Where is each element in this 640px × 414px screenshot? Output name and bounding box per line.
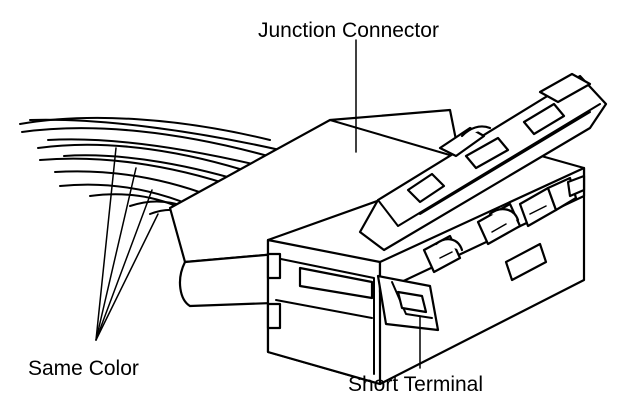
same-color-leader-2 [95, 167, 137, 341]
terminal-cavities [422, 174, 586, 282]
latch-lever [358, 72, 608, 252]
same-color-leader-3 [95, 189, 153, 341]
same-color-leader-4 [95, 213, 159, 341]
short-terminal-part [376, 274, 440, 332]
leader-lines [95, 39, 421, 369]
short-terminal-label: Short Terminal [348, 373, 484, 396]
same-color-label: Same Color [28, 357, 139, 380]
wire-bundle [19, 116, 281, 223]
junction-connector-label: Junction Connector [258, 19, 439, 42]
same-color-leader-1 [95, 147, 117, 341]
